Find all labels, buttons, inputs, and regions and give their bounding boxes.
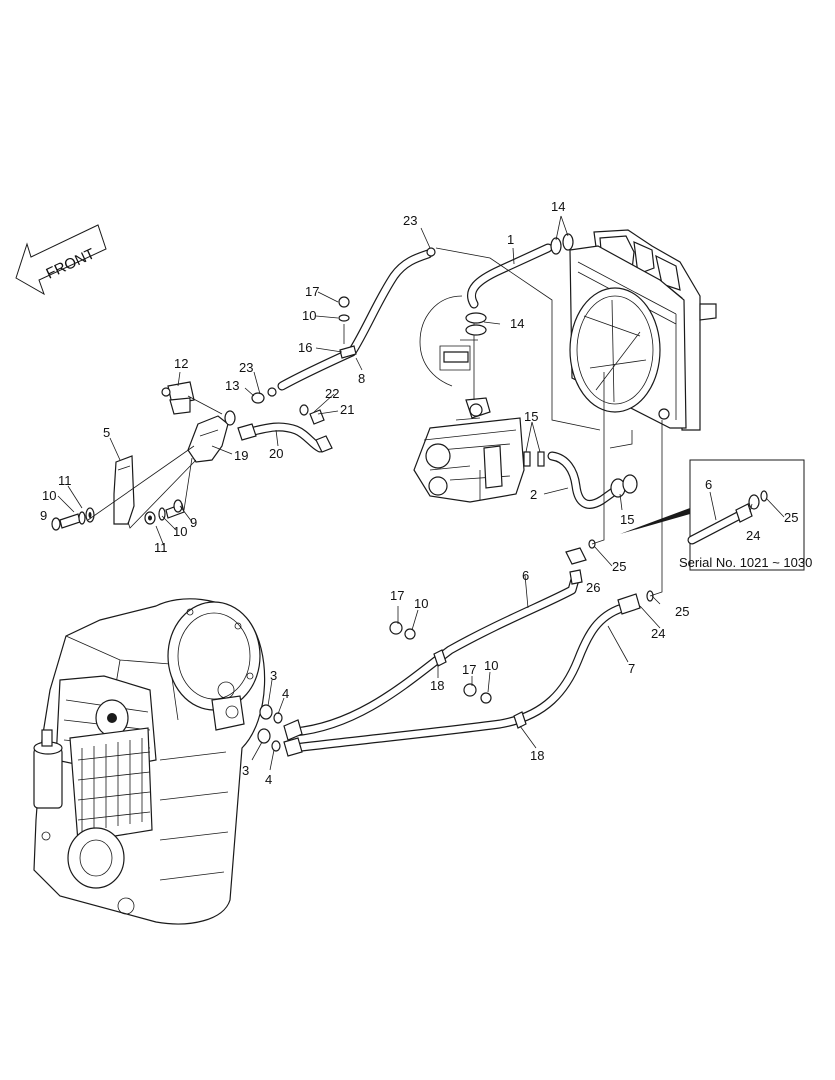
callout-25: 25 xyxy=(612,559,626,574)
hose-1 xyxy=(465,233,574,336)
callout-17: 17 xyxy=(305,284,319,299)
front-label: FRONT xyxy=(44,245,98,282)
callout-23: 23 xyxy=(403,213,417,228)
callout-3: 3 xyxy=(242,763,249,778)
bolts-17-10 xyxy=(389,621,492,704)
serial-caption: Serial No. 1021 ~ 1030 xyxy=(679,555,812,570)
callout-21: 21 xyxy=(340,402,354,417)
callout-3: 3 xyxy=(270,668,277,683)
callout-25: 25 xyxy=(675,604,689,619)
hose-20 xyxy=(237,422,333,453)
callout-25: 25 xyxy=(784,510,798,525)
hose-6 xyxy=(283,547,587,741)
callout-9: 9 xyxy=(40,508,47,523)
callout-2: 2 xyxy=(530,487,537,502)
callout-10: 10 xyxy=(414,596,428,611)
bolt-set-right xyxy=(144,499,185,525)
callout-11: 11 xyxy=(58,473,72,488)
callout-18: 18 xyxy=(430,678,444,693)
callout-1: 1 xyxy=(507,232,514,247)
callout-16: 16 xyxy=(298,340,312,355)
callout-10: 10 xyxy=(302,308,316,323)
callout-4: 4 xyxy=(282,686,289,701)
callout-24: 24 xyxy=(746,528,760,543)
callout-leaders xyxy=(57,215,785,771)
hose-2 xyxy=(523,451,638,509)
callout-9: 9 xyxy=(190,515,197,530)
callout-labels: 23 1 14 17 10 14 16 8 12 23 13 22 21 5 1… xyxy=(40,199,798,787)
engine-block xyxy=(413,295,525,503)
hose-7 xyxy=(283,590,654,757)
callout-11: 11 xyxy=(154,540,168,555)
callout-14: 14 xyxy=(510,316,524,331)
callout-10: 10 xyxy=(484,658,498,673)
callout-6: 6 xyxy=(522,568,529,583)
front-direction-arrow: FRONT xyxy=(15,224,107,296)
callout-5: 5 xyxy=(103,425,110,440)
callout-26: 26 xyxy=(586,580,600,595)
mounting-bracket xyxy=(113,455,135,525)
callout-10: 10 xyxy=(42,488,56,503)
clamp-18 xyxy=(433,649,527,729)
callout-6: 6 xyxy=(705,477,712,492)
callout-10: 10 xyxy=(173,524,187,539)
bolt-set-left xyxy=(51,507,95,531)
callout-4: 4 xyxy=(265,772,272,787)
callout-23: 23 xyxy=(239,360,253,375)
callout-17: 17 xyxy=(390,588,404,603)
radiator-assembly xyxy=(569,229,717,431)
callout-7: 7 xyxy=(628,661,635,676)
fittings-3-4 xyxy=(257,539,596,752)
callout-13: 13 xyxy=(225,378,239,393)
callout-22: 22 xyxy=(325,386,339,401)
hose-8 xyxy=(277,247,436,391)
callout-14: 14 xyxy=(551,199,565,214)
callout-24: 24 xyxy=(651,626,665,641)
filter-assembly xyxy=(161,381,236,463)
callout-15: 15 xyxy=(524,409,538,424)
callout-8: 8 xyxy=(358,371,365,386)
callout-20: 20 xyxy=(269,446,283,461)
callout-19: 19 xyxy=(234,448,248,463)
callout-17: 17 xyxy=(462,662,476,677)
transmission-housing xyxy=(33,598,266,925)
callout-15: 15 xyxy=(620,512,634,527)
fitting-21-22 xyxy=(251,387,325,425)
serial-inset: Serial No. 1021 ~ 1030 xyxy=(620,459,812,571)
callout-12: 12 xyxy=(174,356,188,371)
reference-lines xyxy=(87,247,663,597)
callout-18: 18 xyxy=(530,748,544,763)
